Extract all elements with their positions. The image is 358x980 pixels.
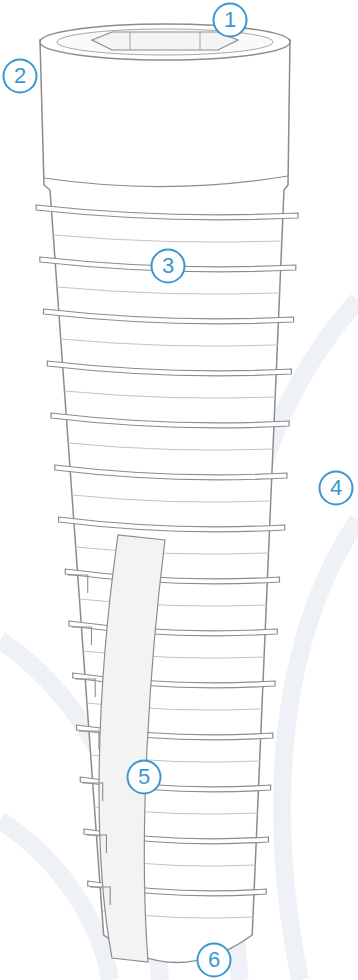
thread-root: [76, 547, 269, 554]
thread-cut: [68, 575, 88, 593]
threads: [36, 205, 298, 918]
thread-root: [72, 495, 271, 502]
implant-body: [40, 40, 290, 963]
thread-cut: [79, 731, 99, 749]
thread-root: [57, 287, 280, 294]
thread-root: [79, 599, 266, 606]
thread-cut: [75, 679, 95, 697]
thread-flange: [36, 205, 298, 220]
thread-flange: [47, 361, 291, 376]
thread-flange: [55, 465, 287, 480]
background-curve: [282, 520, 358, 980]
thread-flange: [51, 413, 289, 428]
callout-number: 3: [162, 255, 174, 277]
thread-flange: [44, 309, 294, 324]
callout-ring: [128, 761, 161, 794]
callout-circle: 6: [196, 942, 232, 978]
callout-circle: 3: [150, 248, 186, 284]
callout-ring: [320, 472, 353, 505]
callout-circle: 2: [2, 58, 38, 94]
background-curve: [0, 820, 110, 980]
callout-circle: 1: [212, 2, 248, 38]
thread-root: [61, 339, 278, 346]
callout-circle: 4: [318, 470, 354, 506]
callout-number: 1: [224, 9, 236, 31]
callout-ring: [4, 60, 37, 93]
collar-edge: [44, 176, 288, 187]
callout-number: 4: [330, 477, 342, 499]
thread-root: [53, 235, 282, 242]
thread-flange: [59, 517, 285, 532]
thread-cut: [90, 887, 110, 905]
cutting-flute: [99, 535, 165, 962]
thread-flange: [65, 569, 279, 584]
thread-cut: [83, 783, 103, 801]
thread-cut: [86, 835, 106, 853]
callout-number: 5: [138, 766, 150, 788]
internal-connection: [92, 32, 238, 50]
thread-cut: [71, 627, 91, 645]
callout-ring: [152, 250, 185, 283]
thread-root: [64, 391, 275, 398]
callout-number: 2: [14, 65, 26, 87]
callout-ring: [214, 4, 247, 37]
connection-edge: [130, 32, 200, 50]
callout-ring: [198, 944, 231, 977]
callout-circle: 5: [126, 759, 162, 795]
implant-platform: [40, 24, 290, 60]
callout-number: 6: [208, 949, 220, 971]
thread-root: [68, 443, 273, 450]
thread-flange: [69, 621, 277, 636]
